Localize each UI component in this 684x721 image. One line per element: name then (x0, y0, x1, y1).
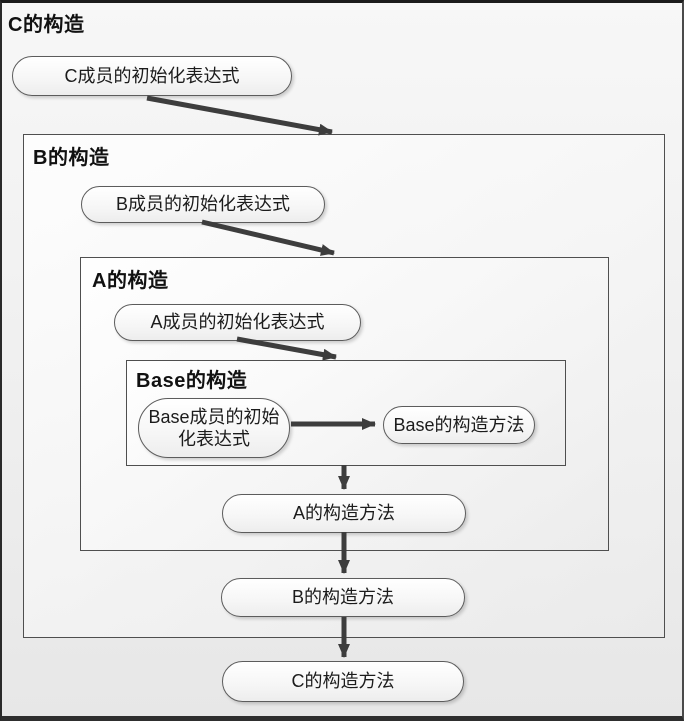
a-init-pill: A成员的初始化表达式 (114, 304, 361, 341)
b-ctor-pill: B的构造方法 (221, 578, 465, 617)
base-init-pill-label-line1: Base成员的初始 (148, 406, 280, 427)
c-ctor-pill-label: C的构造方法 (291, 671, 395, 692)
c-init-pill: C成员的初始化表达式 (12, 56, 292, 96)
c-ctor-pill: C的构造方法 (222, 661, 464, 702)
b-init-pill: B成员的初始化表达式 (81, 186, 325, 223)
arrow-c-init-to-b-box (146, 95, 333, 136)
base-ctor-pill-label: Base的构造方法 (393, 414, 525, 435)
b-box-title: B的构造 (33, 147, 110, 169)
base-init-pill-label-line2: 化表达式 (178, 429, 250, 449)
b-init-pill-label: B成员的初始化表达式 (115, 194, 290, 215)
a-init-pill-label: A成员的初始化表达式 (150, 312, 325, 333)
b-ctor-pill-label: B的构造方法 (291, 587, 394, 608)
b-box: B的构造 B成员的初始化表达式 A的构造 A成员的初始化表达式 Base的构造 … (23, 134, 665, 638)
a-box: A的构造 A成员的初始化表达式 Base的构造 Base成员的初始 化表达式 B… (80, 257, 609, 551)
a-box-title: A的构造 (92, 270, 169, 292)
a-ctor-pill-label: A的构造方法 (292, 503, 395, 524)
a-ctor-pill: A的构造方法 (222, 494, 466, 533)
base-ctor-pill: Base的构造方法 (383, 406, 535, 444)
c-box-title: C的构造 (8, 14, 85, 36)
base-box-title: Base的构造 (136, 370, 248, 392)
c-init-pill-label: C成员的初始化表达式 (64, 65, 240, 86)
base-box: Base的构造 Base成员的初始 化表达式 Base的构造方法 (126, 360, 566, 466)
base-init-pill: Base成员的初始 化表达式 (138, 398, 290, 458)
